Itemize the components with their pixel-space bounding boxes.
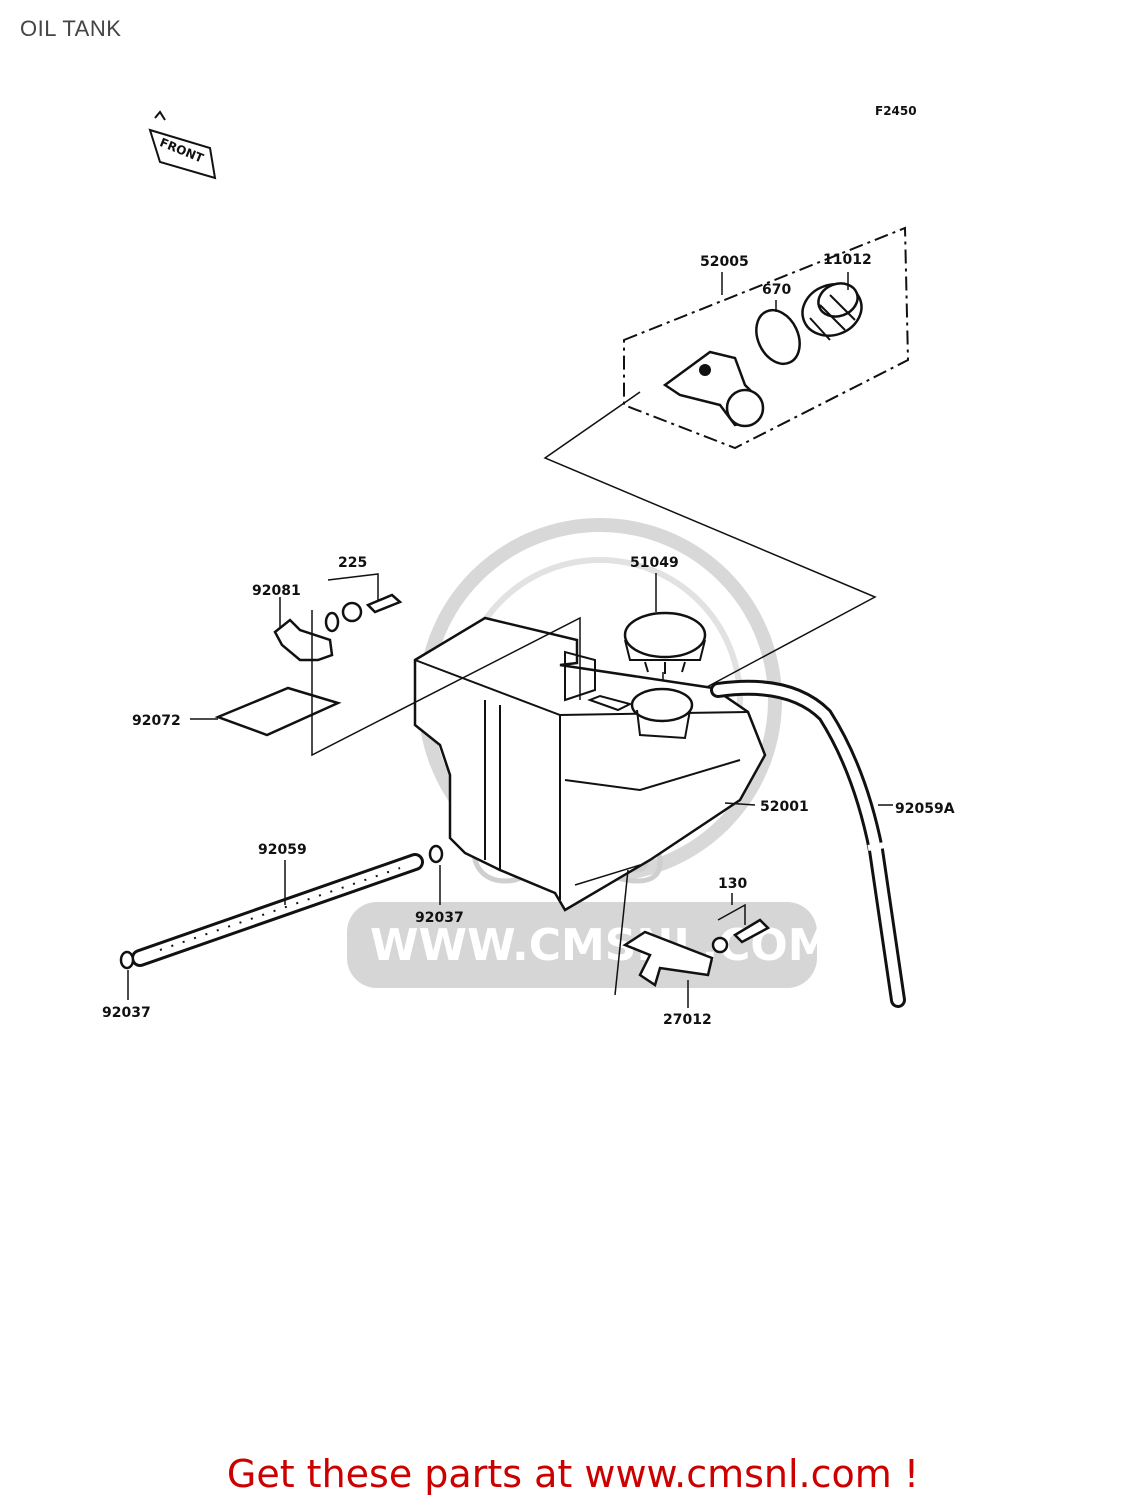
clamp-92037-left-part xyxy=(119,950,135,970)
callout-52005: 52005 xyxy=(700,254,749,270)
callout-92037-right: 92037 xyxy=(415,910,464,926)
callout-92037-left: 92037 xyxy=(102,1005,151,1021)
o-ring-670-part xyxy=(755,309,801,365)
bolt-130-part xyxy=(711,918,771,954)
callout-92059a: 92059A xyxy=(895,801,955,817)
callout-92072: 92072 xyxy=(132,713,181,729)
promo-banner: Get these parts at www.cmsnl.com ! xyxy=(0,1452,1146,1496)
bolt-225-part xyxy=(324,593,403,633)
callout-92081: 92081 xyxy=(252,583,301,599)
callout-670: 670 xyxy=(762,282,791,298)
mounting-bracket-92081-part xyxy=(273,618,334,662)
callout-27012: 27012 xyxy=(663,1012,712,1028)
callout-52001: 52001 xyxy=(760,799,809,815)
callout-225: 225 xyxy=(338,555,367,571)
callout-130: 130 xyxy=(718,876,747,892)
callout-92059: 92059 xyxy=(258,842,307,858)
clamp-92037-right-part xyxy=(428,844,444,864)
page-title: OIL TANK xyxy=(20,16,122,41)
gasket-92072-part xyxy=(214,686,342,737)
callout-51049: 51049 xyxy=(630,555,679,571)
oil-tank-52001-part xyxy=(413,616,767,912)
tank-cap-51049-part xyxy=(623,611,707,674)
plug-11012-part xyxy=(801,282,863,341)
assembly-leader-line xyxy=(543,391,877,689)
front-arrow-icon: FRONT xyxy=(148,110,217,180)
callout-leaders xyxy=(127,272,893,1008)
assembly-frame-52005 xyxy=(623,226,910,450)
bracket-27012-part xyxy=(622,930,714,987)
callout-11012: 11012 xyxy=(823,252,872,268)
parts-diagram: CMS WWW.CMSNL.COM F2450 FRONT xyxy=(102,104,955,1028)
promo-link[interactable]: Get these parts at www.cmsnl.com ! xyxy=(226,1452,920,1496)
oil-level-sensor-part xyxy=(662,350,765,428)
figure-code: F2450 xyxy=(875,104,917,118)
